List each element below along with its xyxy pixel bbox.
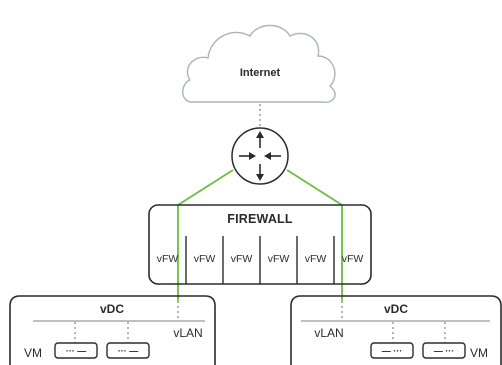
vfw-label: vFW (194, 253, 216, 265)
vdc-left: vDC vLAN VM ··· — ··· — (9, 295, 216, 365)
router-icon (231, 127, 289, 185)
svg-text:— ···: — ··· (382, 346, 403, 356)
vm-box: — ··· (422, 342, 466, 359)
vdc-left-title: vDC (100, 302, 124, 316)
vm-box: ··· — (54, 342, 98, 359)
svg-text:··· —: ··· — (66, 346, 87, 356)
firewall-title: FIREWALL (227, 212, 293, 226)
vm-box: ··· — (106, 342, 150, 359)
firewall-box: FIREWALL vFW vFW vFW vFW vFW vFW (148, 204, 372, 285)
svg-text:··· —: ··· — (118, 346, 139, 356)
vfw-label: vFW (157, 253, 179, 265)
vfw-label: vFW (342, 253, 364, 265)
vlan-right-label: vLAN (314, 326, 343, 340)
vfw-label: vFW (231, 253, 253, 265)
svg-text:— ···: — ··· (434, 346, 455, 356)
internet-label: Internet (240, 67, 281, 79)
vm-box: — ··· (370, 342, 414, 359)
vfw-label: vFW (268, 253, 290, 265)
vfw-label: vFW (305, 253, 327, 265)
vm-right-label: VM (470, 346, 488, 360)
internet-cloud: Internet (182, 24, 336, 103)
vdc-right-title: vDC (384, 302, 408, 316)
vlan-left-label: vLAN (173, 326, 202, 340)
vdc-right: vDC vLAN — ··· — ··· VM (290, 295, 502, 365)
vm-left-label: VM (24, 346, 42, 360)
cloud-shape (182, 24, 336, 103)
